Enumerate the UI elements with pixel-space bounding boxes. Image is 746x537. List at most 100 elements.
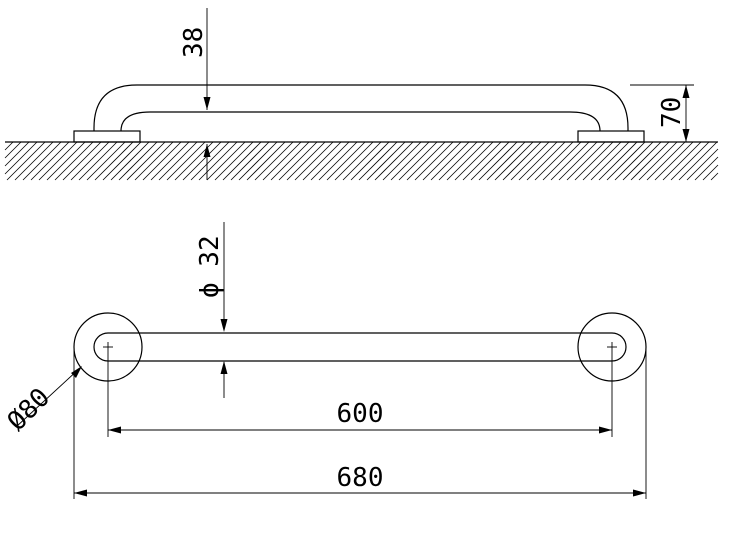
hatch-line [326, 141, 366, 181]
hatch-line [46, 141, 86, 181]
hatch-line [710, 172, 719, 181]
hatch-line [470, 141, 510, 181]
hatch-line [270, 141, 310, 181]
hatch-line [342, 141, 382, 181]
hatch-line [678, 141, 718, 181]
hatch-line [302, 141, 342, 181]
hatch-line [254, 141, 294, 181]
hatch-line [558, 141, 598, 181]
hatch-line [438, 141, 478, 181]
dim-680-label: 680 [337, 463, 384, 493]
hatch-line [630, 141, 670, 181]
hatch-line [598, 141, 638, 181]
hatch-line [54, 141, 94, 181]
hatch-line [198, 141, 238, 181]
hatch-line [22, 141, 62, 181]
hatch-line [78, 141, 118, 181]
hatch-line [454, 141, 494, 181]
hatch-line [702, 164, 719, 181]
right-flange [577, 130, 645, 143]
hatch-line [422, 141, 462, 181]
hatch-line [382, 141, 422, 181]
hatch-line [518, 141, 558, 181]
bar-outer-profile [93, 84, 629, 131]
hatch-line [70, 141, 110, 181]
hatch-line [566, 141, 606, 181]
hatch-line [358, 141, 398, 181]
hatch-line [430, 141, 470, 181]
hatch-line [614, 141, 654, 181]
hatch-line [446, 141, 486, 181]
hatch-line [582, 141, 622, 181]
hatch-line [350, 141, 390, 181]
hatch-line [694, 156, 719, 181]
bar-inner-profile [120, 111, 601, 132]
hatch-line [118, 141, 158, 181]
wall-hatching [4, 141, 719, 181]
hatch-line [398, 141, 438, 181]
hatch-line [4, 141, 14, 151]
hatch-line [182, 141, 222, 181]
hatch-line [462, 141, 502, 181]
hatch-line [6, 141, 46, 181]
hatch-line [478, 141, 518, 181]
bar-top-outline [93, 332, 627, 362]
hatch-line [94, 141, 134, 181]
hatch-line [158, 141, 198, 181]
hatch-line [686, 148, 719, 181]
hatch-line [4, 141, 30, 167]
hatch-line [230, 141, 270, 181]
hatch-line [638, 141, 678, 181]
hatch-line [662, 141, 702, 181]
dim-600-label: 600 [337, 399, 384, 429]
hatch-line [494, 141, 534, 181]
hatch-line [414, 141, 454, 181]
hatch-line [110, 141, 150, 181]
hatch-line [542, 141, 582, 181]
hatch-line [670, 141, 710, 181]
hatch-line [38, 141, 78, 181]
hatch-line [318, 141, 358, 181]
hatch-line [214, 141, 254, 181]
hatch-line [102, 141, 142, 181]
top-view: ϕ 32 Ø80 600 680 [2, 222, 647, 499]
hatch-line [206, 141, 246, 181]
dim-dia80-label: Ø80 [2, 383, 56, 437]
hatch-line [246, 141, 286, 181]
hatch-line [126, 141, 166, 181]
hatch-line [550, 141, 590, 181]
hatch-line [526, 141, 566, 181]
hatch-line [654, 141, 694, 181]
hatch-line [334, 141, 374, 181]
hatch-line [190, 141, 230, 181]
hatch-line [390, 141, 430, 181]
hatch-line [222, 141, 262, 181]
hatch-line [606, 141, 646, 181]
hatch-line [294, 141, 334, 181]
hatch-line [486, 141, 526, 181]
hatch-line [4, 141, 22, 159]
hatch-line [510, 141, 550, 181]
hatch-line [14, 141, 54, 181]
dim-70-label: 70 [657, 97, 687, 128]
hatch-line [590, 141, 630, 181]
hatch-line [134, 141, 174, 181]
hatch-line [502, 141, 542, 181]
hatch-line [4, 141, 38, 175]
left-flange [73, 130, 141, 143]
hatch-line [30, 141, 70, 181]
hatch-line [286, 141, 326, 181]
hatch-line [366, 141, 406, 181]
hatch-line [86, 141, 126, 181]
hatch-line [310, 141, 350, 181]
hatch-line [150, 141, 190, 181]
hatch-line [622, 141, 662, 181]
hatch-line [142, 141, 182, 181]
side-view: 38 70 [4, 8, 719, 181]
hatch-line [574, 141, 614, 181]
hatch-line [62, 141, 102, 181]
hatch-line [646, 141, 686, 181]
dim-38-label: 38 [179, 27, 209, 58]
hatch-line [374, 141, 414, 181]
